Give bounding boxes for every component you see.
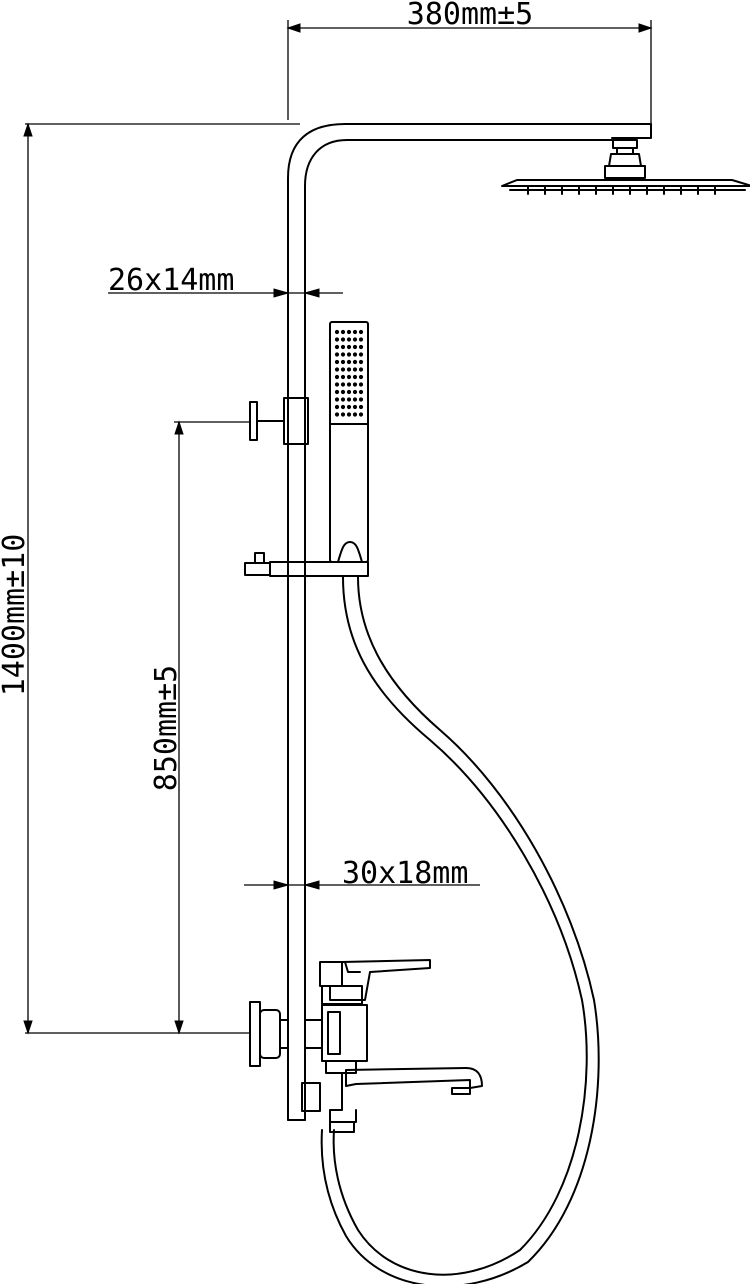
spray-hole	[358, 374, 364, 380]
spray-hole	[358, 359, 364, 365]
spray-hole	[334, 359, 340, 365]
spray-hole	[358, 367, 364, 372]
spray-hole	[334, 329, 340, 335]
spray-hole	[346, 382, 352, 387]
spray-hole	[352, 397, 358, 402]
spray-hole	[346, 404, 352, 410]
spray-hole	[352, 404, 358, 410]
spray-hole	[358, 382, 364, 387]
spray-hole	[334, 389, 340, 395]
spray-hole	[352, 352, 358, 357]
spray-hole	[352, 389, 358, 395]
spray-hole	[346, 344, 352, 350]
spray-hole	[346, 397, 352, 402]
spray-hole	[358, 337, 364, 342]
spray-hole	[340, 404, 346, 410]
dim-holder-height-label: 850mm±5	[149, 665, 184, 791]
spray-hole	[340, 389, 346, 395]
dim-upper-tube: 26x14mm	[108, 263, 343, 298]
spray-hole	[346, 337, 352, 342]
spray-hole	[340, 412, 346, 417]
spray-hole	[346, 374, 352, 380]
spray-hole	[340, 397, 346, 402]
slide-holder	[244, 552, 369, 577]
spray-hole	[358, 389, 364, 395]
spray-hole	[352, 412, 358, 417]
spray-hole	[358, 397, 364, 402]
spray-hole	[334, 412, 340, 417]
spray-hole	[358, 329, 364, 335]
bath-spout	[345, 1067, 483, 1095]
dim-head-arm-reach: 380mm±5	[286, 0, 653, 138]
spray-hole	[352, 367, 358, 372]
dim-holder-height: 850mm±5	[149, 420, 250, 1035]
shower-hose	[320, 576, 600, 1284]
dim-lower-tube-label: 30x18mm	[342, 856, 468, 891]
spray-hole	[334, 404, 340, 410]
spray-hole	[346, 329, 352, 335]
spray-hole	[346, 389, 352, 395]
spray-hole	[340, 359, 346, 365]
dim-lower-tube: 30x18mm	[244, 856, 480, 891]
spray-hole	[358, 412, 364, 417]
spray-hole	[346, 352, 352, 357]
spray-hole	[352, 374, 358, 380]
overhead-shower-head	[501, 139, 750, 195]
spray-hole	[358, 404, 364, 410]
spray-hole	[352, 329, 358, 335]
spray-hole	[340, 352, 346, 357]
spray-hole	[352, 344, 358, 350]
spray-hole	[340, 344, 346, 350]
spray-hole	[334, 367, 340, 372]
spray-hole	[358, 352, 364, 357]
hand-shower	[329, 321, 369, 563]
spray-hole	[352, 382, 358, 387]
spray-hole	[334, 337, 340, 342]
spray-hole	[340, 329, 346, 335]
spray-hole	[340, 382, 346, 387]
spray-hole	[334, 382, 340, 387]
spray-hole	[352, 337, 358, 342]
spray-hole	[346, 412, 352, 417]
spray-hole	[346, 359, 352, 365]
spray-hole	[340, 374, 346, 380]
upper-wall-bracket	[249, 397, 309, 445]
dim-total-height: 1400mm±10	[0, 122, 300, 1035]
dim-head-arm-reach-label: 380mm±5	[407, 0, 533, 32]
spray-hole	[340, 367, 346, 372]
spray-hole	[346, 367, 352, 372]
spray-hole	[352, 359, 358, 365]
dim-total-height-label: 1400mm±10	[0, 534, 32, 697]
dim-upper-tube-label: 26x14mm	[108, 263, 234, 298]
mixer-valve	[249, 959, 431, 1133]
riser-pipe	[287, 123, 652, 1121]
spray-hole	[358, 344, 364, 350]
spray-hole	[334, 352, 340, 357]
spray-hole	[334, 374, 340, 380]
spray-hole	[340, 337, 346, 342]
spray-hole	[334, 397, 340, 402]
spray-hole	[334, 344, 340, 350]
